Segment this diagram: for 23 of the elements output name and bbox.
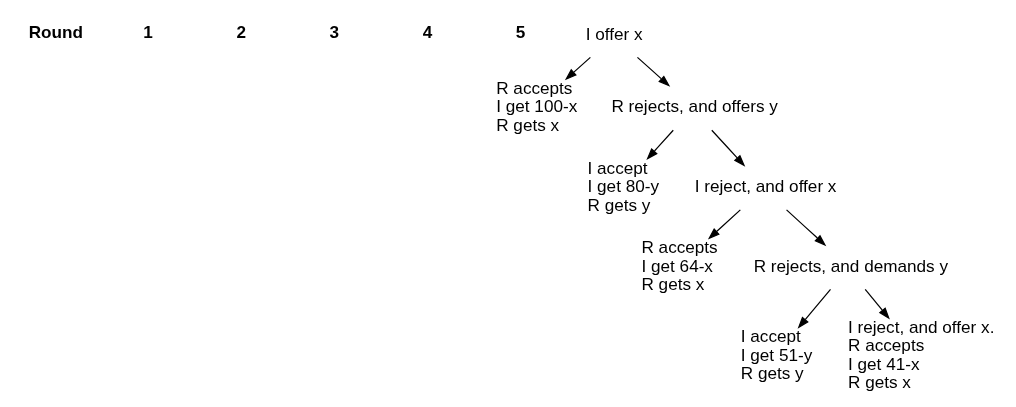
label: 2: [235, 22, 246, 43]
arrow: [636, 56, 670, 87]
arrow: [564, 56, 591, 81]
node-text: I offer x: [585, 23, 643, 44]
label: 3: [329, 22, 339, 43]
arrow: [785, 209, 826, 247]
arrow: [710, 129, 745, 167]
node-text: R accepts I get 100-x R gets x: [495, 78, 577, 135]
arrow: [864, 288, 890, 320]
node-text: I accept I get 51-y R gets y: [740, 326, 812, 384]
node-text: R rejects, and demands y: [753, 255, 948, 276]
node-text: R accepts I get 64-x R gets x: [640, 237, 718, 295]
label: 1: [142, 22, 153, 43]
node-text: R rejects, and offers y: [610, 96, 778, 117]
arrow: [707, 209, 741, 240]
arrow: [797, 288, 831, 329]
node-text: I reject, and offer x. R accepts I get 41-x R gets x: [847, 317, 994, 393]
label: 4: [422, 22, 432, 43]
node-text: I reject, and offer x: [694, 176, 836, 197]
label: 5: [515, 22, 525, 43]
arrow: [645, 129, 674, 160]
node-text: I accept I get 80-y R gets y: [587, 157, 659, 215]
label: Round: [28, 22, 83, 43]
